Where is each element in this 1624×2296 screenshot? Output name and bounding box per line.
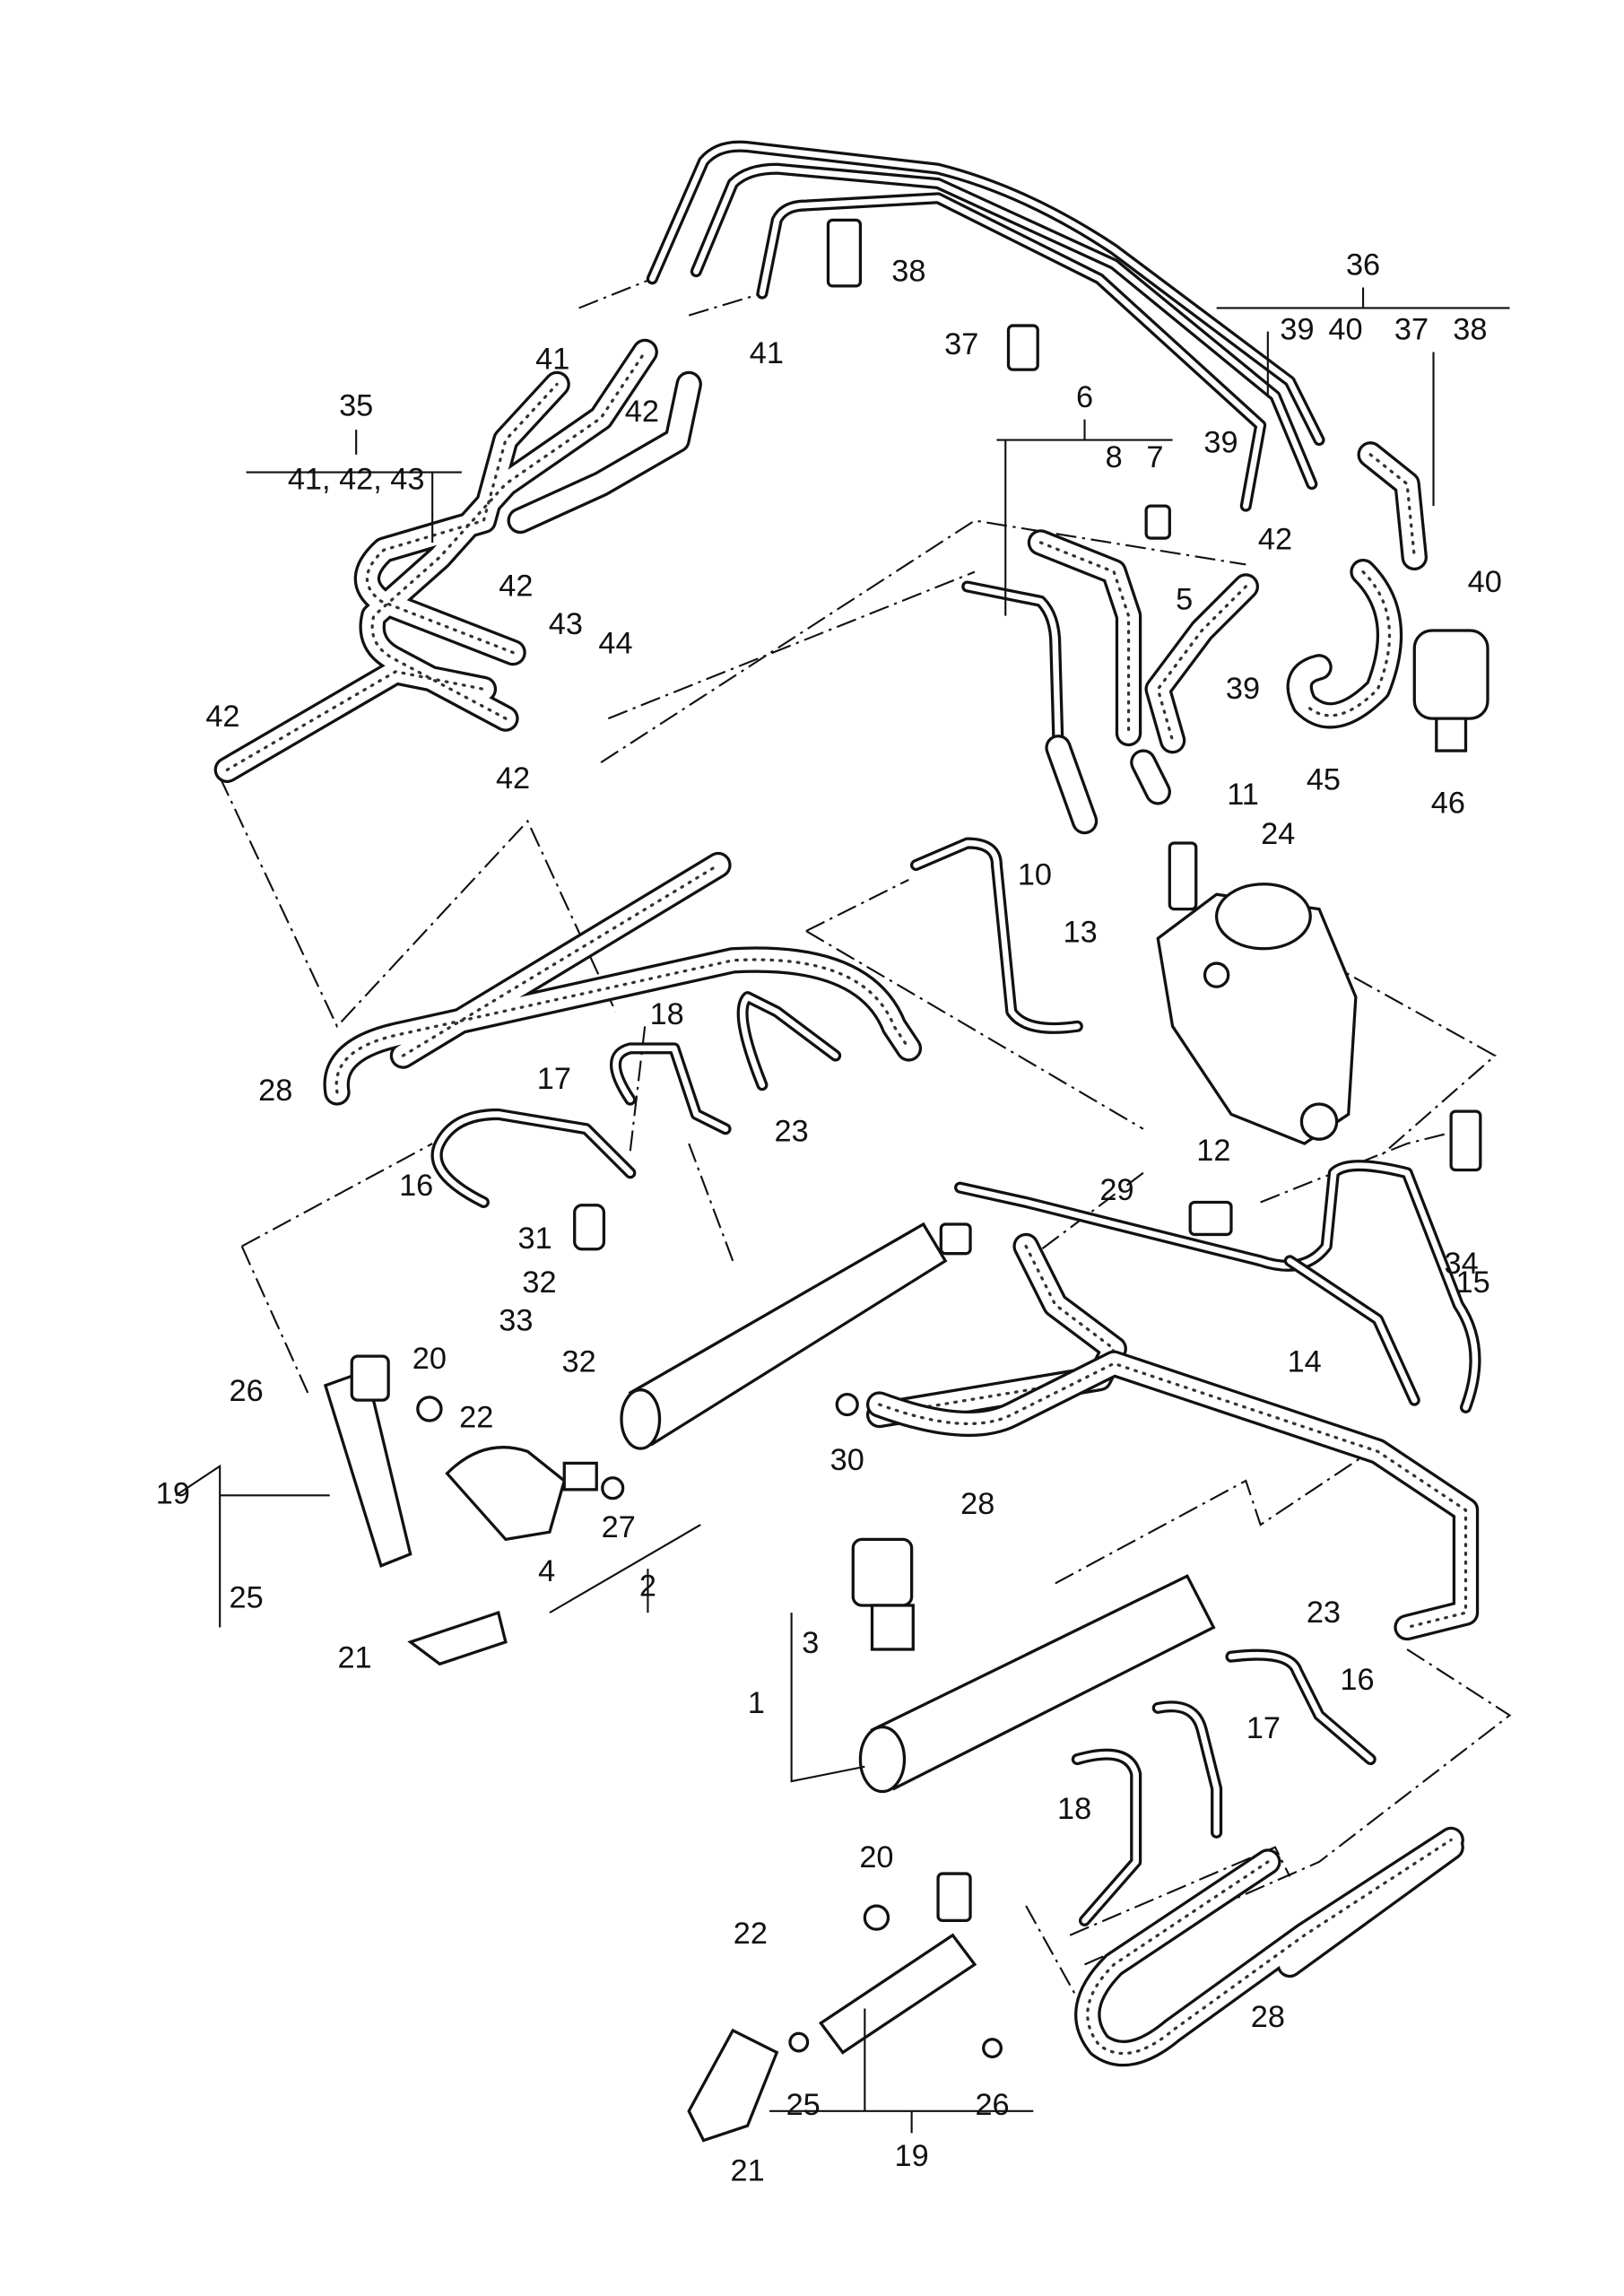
- part-callout-16: 16: [399, 1169, 433, 1203]
- high-pressure-pump-24: [1156, 841, 1358, 1145]
- part-callout-19: 19: [895, 2139, 929, 2173]
- seal-20-lower: [863, 1904, 890, 1931]
- part-callout-26: 26: [975, 2088, 1009, 2122]
- clip-38: [826, 218, 863, 288]
- part-callout-21: 21: [337, 1640, 371, 1674]
- part-callout-26: 26: [230, 1374, 264, 1408]
- part-callout-22: 22: [459, 1400, 493, 1434]
- part-callout-19: 19: [156, 1476, 190, 1510]
- fuel-rail-2: [620, 1222, 972, 1450]
- bracket-21-upper: [407, 1611, 508, 1666]
- part-callout-42: 42: [205, 700, 239, 734]
- part-callout-21: 21: [730, 2154, 764, 2188]
- part-callout-25: 25: [230, 1580, 264, 1614]
- part-callout-33: 33: [499, 1304, 533, 1338]
- part-callout-36: 36: [1346, 248, 1380, 283]
- pressure-regulator-4: [445, 1446, 598, 1542]
- part-callout-28: 28: [1251, 2000, 1285, 2034]
- part-callout-18: 18: [1057, 1792, 1091, 1826]
- part-callout-8: 8: [1106, 440, 1123, 474]
- part-callout-38: 38: [891, 254, 925, 288]
- part-callout-17: 17: [537, 1062, 571, 1096]
- part-callout-25: 25: [786, 2088, 821, 2122]
- part-callout-12: 12: [1196, 1134, 1230, 1168]
- part-callout-32: 32: [562, 1344, 596, 1378]
- part-callout-3: 3: [802, 1626, 819, 1660]
- holder-12: [1188, 1200, 1233, 1237]
- part-callout-23: 23: [1307, 1596, 1341, 1630]
- part-callout-24: 24: [1261, 817, 1295, 851]
- part-callout-23: 23: [775, 1115, 809, 1149]
- part-callout-39: 39: [1280, 313, 1314, 347]
- part-callout-42: 42: [625, 395, 659, 429]
- part-callout-14: 14: [1288, 1344, 1322, 1378]
- part-callout-38: 38: [1453, 313, 1487, 347]
- fuel-rail-1: [858, 1574, 1216, 1794]
- part-callout-45: 45: [1307, 762, 1341, 796]
- leader-lines: [175, 287, 1510, 2134]
- part-callout-40: 40: [1328, 313, 1362, 347]
- part-callout-7: 7: [1146, 440, 1163, 474]
- components: [323, 218, 1489, 2143]
- part-callout-37: 37: [1394, 313, 1429, 347]
- part-callout-42: 42: [496, 761, 530, 796]
- sender-7: [1144, 504, 1171, 540]
- part-callout-15: 15: [1456, 1265, 1490, 1300]
- bracket-34: [1449, 1109, 1482, 1172]
- part-callout-16: 16: [1340, 1663, 1374, 1697]
- part-callout-5: 5: [1176, 582, 1193, 616]
- seal-20-upper: [416, 1396, 443, 1422]
- part-callout-29: 29: [1099, 1173, 1133, 1207]
- washer-26-lower: [982, 2038, 1003, 2059]
- part-callout-42: 42: [1258, 522, 1292, 556]
- part-callout-28: 28: [960, 1487, 994, 1521]
- part-callout-39: 39: [1226, 672, 1260, 706]
- part-callout-40: 40: [1468, 565, 1502, 599]
- part-callout-27: 27: [602, 1510, 636, 1544]
- part-callout-4: 4: [538, 1554, 555, 1588]
- part-callout-41: 41: [750, 336, 784, 370]
- part-callout-34: 34: [1444, 1247, 1478, 1281]
- part-callout-30: 30: [830, 1443, 864, 1477]
- part-callout-31: 31: [517, 1222, 551, 1256]
- part-callout-1: 1: [748, 1686, 765, 1720]
- bracket-21-lower: [687, 2028, 779, 2143]
- part-callout-22: 22: [734, 1917, 768, 1951]
- clip-37: [1006, 324, 1039, 371]
- part-callout-41: 41: [535, 342, 569, 376]
- part-callout-44: 44: [598, 626, 632, 660]
- part-callout-32: 32: [522, 1265, 556, 1300]
- part-callout-46: 46: [1431, 787, 1465, 821]
- part-callout-39: 39: [1203, 426, 1238, 460]
- part-callout-17: 17: [1246, 1711, 1281, 1745]
- hoses: [213, 338, 1480, 2067]
- seal-27: [601, 1476, 625, 1500]
- part-callout-41-42-43: 41, 42, 43: [288, 462, 425, 496]
- injector-19-upper: [323, 1354, 413, 1569]
- part-callout-13: 13: [1064, 915, 1098, 949]
- part-callout-35: 35: [339, 389, 373, 423]
- bolt-31: [573, 1204, 606, 1251]
- part-callout-10: 10: [1018, 858, 1052, 892]
- injector-19-lower: [818, 1872, 977, 2055]
- washer-25-lower: [788, 2031, 810, 2053]
- fuel-supply-pipes: [430, 140, 1481, 1926]
- part-callout-28: 28: [258, 1074, 292, 1108]
- part-callout-18: 18: [650, 997, 684, 1031]
- part-callout-6: 6: [1076, 380, 1093, 414]
- part-callout-37: 37: [944, 327, 978, 361]
- part-callout-43: 43: [549, 607, 583, 641]
- part-callout-42: 42: [499, 570, 533, 604]
- part-callout-20: 20: [859, 1840, 893, 1874]
- fuel-filter-46: [1412, 629, 1489, 752]
- pressure-sensor-3: [851, 1537, 915, 1651]
- clamp-30: [835, 1392, 859, 1417]
- part-callout-2: 2: [639, 1569, 656, 1603]
- part-callout-20: 20: [413, 1342, 447, 1376]
- part-callout-11: 11: [1227, 778, 1259, 812]
